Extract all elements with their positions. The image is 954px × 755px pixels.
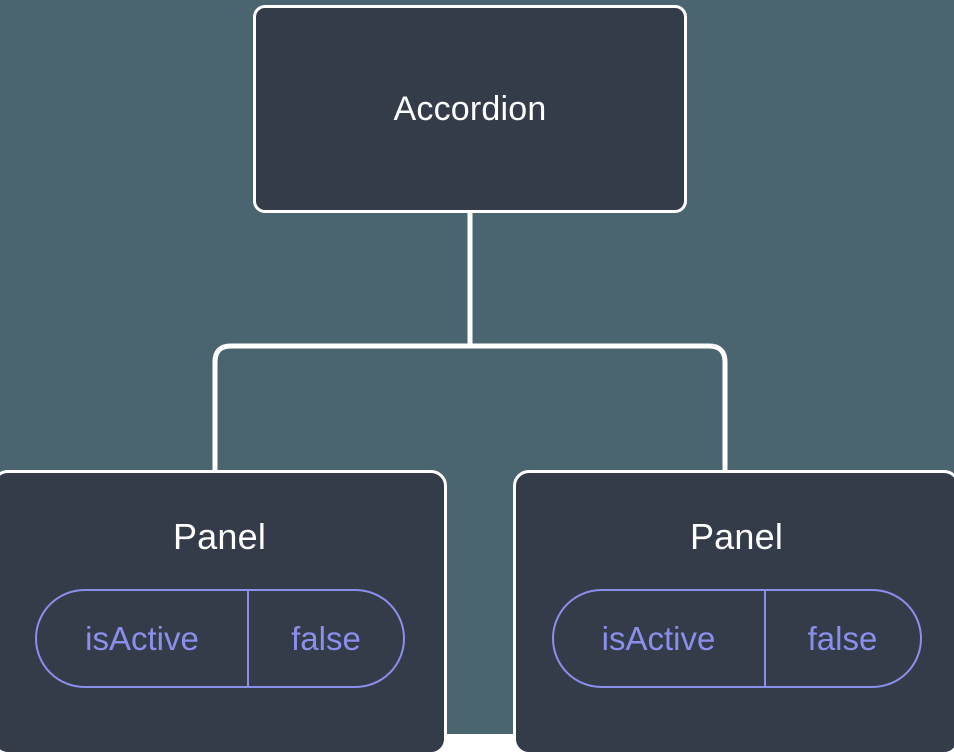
prop-key-panel-2: isActive: [601, 620, 716, 657]
prop-divider-panel-2: [763, 591, 766, 686]
prop-value-panel-1: false: [291, 620, 361, 657]
prop-value-panel-2: false: [807, 620, 878, 657]
prop-divider-panel-1: [247, 591, 249, 686]
edge-to-panel-2: [470, 343, 728, 470]
node-accordion[interactable]: Accordion: [253, 5, 687, 213]
node-panel-1[interactable]: Panel isActive false: [0, 470, 447, 755]
node-panel-2-label: Panel: [689, 516, 784, 557]
node-accordion-label: Accordion: [393, 90, 547, 128]
node-panel-2[interactable]: Panel isActive false: [513, 470, 954, 755]
prop-badge-panel-2[interactable]: isActive false: [551, 589, 922, 688]
edge-to-panel-1: [212, 343, 470, 470]
prop-key-panel-1: isActive: [85, 620, 199, 657]
prop-badge-panel-1[interactable]: isActive false: [35, 589, 405, 688]
node-panel-1-label: Panel: [172, 516, 267, 557]
